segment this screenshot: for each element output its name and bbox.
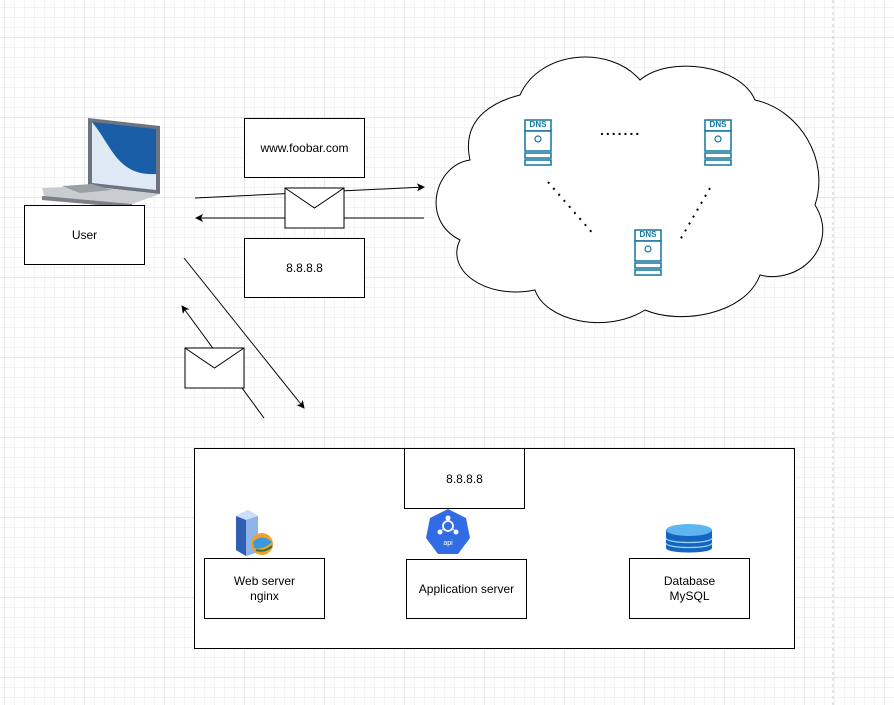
database-label: Database: [663, 573, 716, 588]
domain-label: www.foobar.com: [260, 141, 349, 155]
dns-response-ip-label: 8.8.8.8: [286, 261, 323, 275]
application-server-label: Application server: [418, 582, 515, 596]
server-message-envelope-icon: [184, 347, 245, 389]
dns-server-label: DNS: [639, 230, 657, 239]
server-ip-box[interactable]: 8.8.8.8: [404, 448, 525, 509]
dns-server-icon: [524, 119, 552, 166]
web-server-box[interactable]: Web server nginx: [204, 558, 325, 619]
dns-server-label: DNS: [529, 120, 547, 129]
dns-server-icon: [634, 229, 662, 276]
web-server-label: Web server: [233, 573, 296, 588]
server-request-arrow: [183, 257, 305, 409]
database-icon: [665, 524, 713, 553]
dns-server-label: DNS: [709, 120, 727, 129]
dns-server-top-left: DNS: [524, 119, 552, 172]
web-server-software-label: nginx: [250, 588, 279, 603]
api-icon: api: [424, 508, 472, 556]
server-ip-label: 8.8.8.8: [446, 471, 483, 486]
database-software-label: MySQL: [669, 588, 710, 603]
dns-server-bottom: DNS: [634, 229, 662, 282]
dns-response-box[interactable]: 8.8.8.8: [244, 238, 365, 298]
dns-server-top-right: DNS: [704, 119, 732, 172]
domain-request-box[interactable]: www.foobar.com: [244, 118, 365, 178]
dns-message-envelope-icon: [284, 187, 345, 229]
dns-dots-label: .......: [600, 122, 642, 138]
api-heptagon-icon: [426, 509, 470, 554]
application-server-box[interactable]: Application server: [406, 559, 527, 619]
user-label: User: [71, 228, 98, 242]
user-box[interactable]: User: [24, 205, 145, 265]
api-icon-label: api: [443, 540, 453, 547]
dns-server-icon: [704, 119, 732, 166]
database-box[interactable]: Database MySQL: [629, 558, 750, 619]
laptop-icon: [42, 118, 160, 208]
dns-cloud: [435, 56, 824, 324]
web-server-icon: [236, 510, 273, 556]
